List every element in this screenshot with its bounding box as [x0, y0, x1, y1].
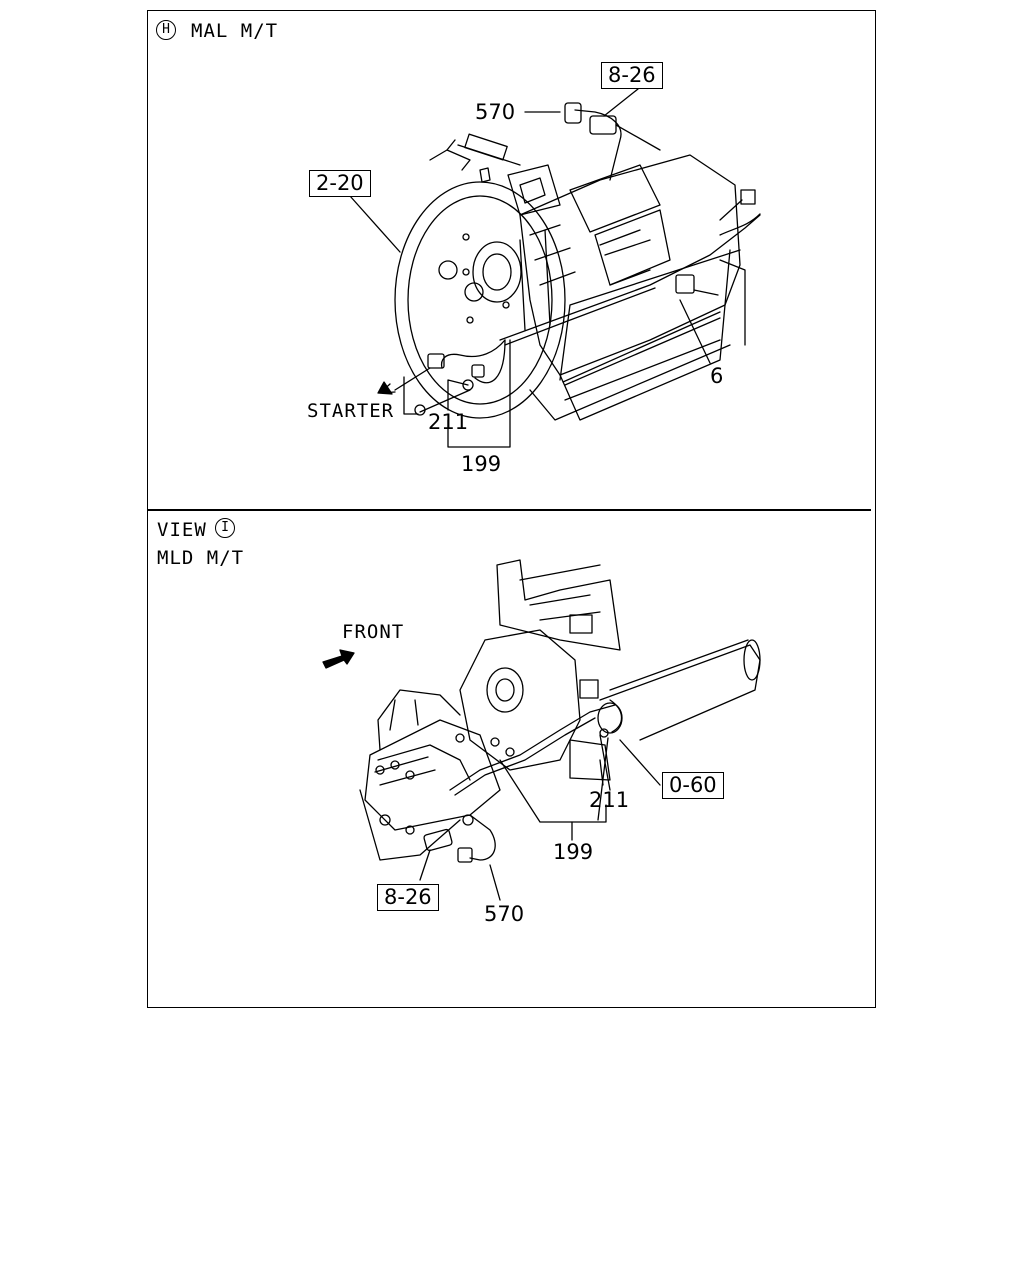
- part-199-top: 199: [461, 452, 502, 476]
- mal-transmission-drawing: [349, 88, 761, 448]
- mld-transmission-drawing: [359, 559, 761, 901]
- ref-0-60: 0-60: [662, 772, 724, 799]
- section-i-marker: I: [215, 518, 235, 538]
- ref-8-26-bottom: 8-26: [377, 884, 439, 911]
- part-570-top: 570: [475, 100, 516, 124]
- part-211-bottom: 211: [589, 788, 630, 812]
- section-h-marker: H: [156, 20, 176, 40]
- section-h-title: MAL M/T: [191, 20, 279, 42]
- part-570-bottom: 570: [484, 902, 525, 926]
- part-199-bottom: 199: [553, 840, 594, 864]
- front-arrow-icon: [322, 649, 355, 669]
- view-label: VIEW: [157, 519, 207, 541]
- ref-2-20: 2-20: [309, 170, 371, 197]
- ref-8-26-top: 8-26: [601, 62, 663, 89]
- front-label: FRONT: [342, 621, 405, 643]
- part-211-top: 211: [428, 410, 469, 434]
- section-i-title: MLD M/T: [157, 547, 245, 569]
- starter-label: STARTER: [307, 400, 395, 422]
- part-6: 6: [710, 364, 724, 388]
- section-divider: [147, 509, 871, 511]
